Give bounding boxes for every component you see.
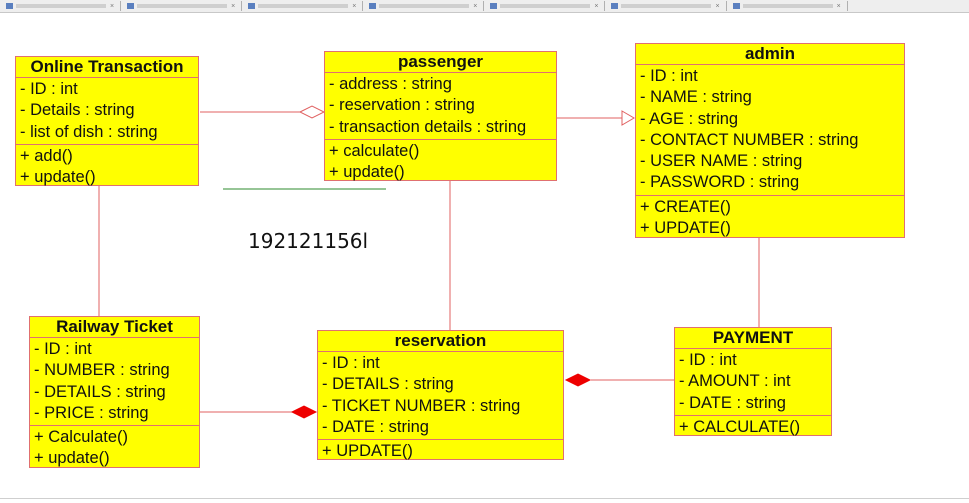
attribute-row: - DETAILS : string: [322, 375, 454, 394]
close-icon[interactable]: ×: [836, 2, 841, 10]
page-icon: [6, 3, 13, 9]
attribute-row: - CONTACT NUMBER : string: [640, 130, 859, 149]
attributes-section: - address : string - reservation : strin…: [325, 73, 556, 139]
method-row: + add(): [20, 146, 73, 165]
class-title: passenger: [325, 52, 556, 73]
method-row: + Calculate(): [34, 428, 128, 447]
close-icon[interactable]: ×: [110, 2, 115, 10]
methods-section: + calculate() + update(): [325, 138, 556, 185]
attributes-section: - ID : int - NAME : string - AGE : strin…: [636, 65, 904, 195]
class-title: Railway Ticket: [30, 317, 199, 338]
class-online-transaction[interactable]: Online Transaction - ID : int - Details …: [15, 56, 199, 186]
attributes-section: - ID : int - NUMBER : string - DETAILS :…: [30, 338, 199, 425]
tab-title-placeholder: [16, 4, 106, 8]
attribute-row: - PASSWORD : string: [640, 173, 800, 192]
composition-diamond: [564, 373, 592, 387]
aggregation-diamond: [298, 105, 326, 119]
browser-tab[interactable]: ×: [0, 1, 122, 11]
composition-diamond: [290, 405, 318, 419]
browser-tab-strip: × × × × × × ×: [0, 0, 969, 13]
attribute-row: - TICKET NUMBER : string: [322, 396, 521, 415]
class-railway-ticket[interactable]: Railway Ticket - ID : int - NUMBER : str…: [29, 316, 200, 468]
attribute-row: - ID : int: [34, 340, 92, 358]
attribute-row: - Details : string: [20, 101, 135, 120]
generalization-arrowhead: [621, 110, 635, 126]
attribute-row: - ID : int: [640, 67, 698, 85]
tab-title-placeholder: [258, 4, 349, 8]
page-icon: [732, 3, 740, 9]
attribute-row: - DETAILS : string: [34, 382, 166, 401]
methods-section: + UPDATE(): [318, 439, 563, 463]
methods-section: + CREATE() + UPDATE(): [636, 194, 904, 241]
attribute-row: - list of dish : string: [20, 122, 158, 141]
class-passenger[interactable]: passenger - address : string - reservati…: [324, 51, 557, 181]
attribute-row: - ID : int: [322, 354, 380, 372]
attributes-section: - ID : int - DETAILS : string - TICKET N…: [318, 352, 563, 439]
browser-tab[interactable]: ×: [727, 1, 848, 11]
class-payment[interactable]: PAYMENT - ID : int - AMOUNT : int - DATE…: [674, 327, 832, 436]
attributes-section: - ID : int - AMOUNT : int - DATE : strin…: [675, 349, 831, 415]
bottom-divider: [0, 498, 969, 499]
method-row: + calculate(): [329, 141, 420, 160]
method-row: + UPDATE(): [322, 442, 413, 461]
page-icon: [369, 3, 377, 9]
method-row: + CREATE(): [640, 197, 731, 216]
method-row: + update(): [20, 168, 96, 187]
browser-tab[interactable]: ×: [121, 1, 243, 11]
method-row: + update(): [34, 449, 110, 468]
browser-tab[interactable]: ×: [363, 1, 485, 11]
browser-tab[interactable]: ×: [242, 1, 364, 11]
tab-title-placeholder: [379, 4, 470, 8]
attribute-row: - reservation : string: [329, 96, 475, 115]
method-row: + CALCULATE(): [679, 417, 801, 436]
attributes-section: - ID : int - Details : string - list of …: [16, 78, 198, 144]
page-icon: [490, 3, 498, 9]
close-icon[interactable]: ×: [715, 2, 720, 10]
tab-title-placeholder: [500, 4, 591, 8]
close-icon[interactable]: ×: [231, 2, 236, 10]
methods-section: + Calculate() + update(): [30, 425, 199, 471]
class-title: reservation: [318, 331, 563, 352]
browser-tab[interactable]: ×: [605, 1, 727, 11]
class-admin[interactable]: admin - ID : int - NAME : string - AGE :…: [635, 43, 905, 238]
attribute-row: - transaction details : string: [329, 117, 527, 136]
attribute-row: - address : string: [329, 75, 452, 93]
tab-title-placeholder: [621, 4, 712, 8]
attribute-row: - NAME : string: [640, 88, 752, 107]
page-icon: [611, 3, 619, 9]
methods-section: + add() + update(): [16, 143, 198, 190]
class-title: Online Transaction: [16, 57, 198, 78]
tab-title-placeholder: [742, 4, 833, 8]
page-icon: [127, 3, 135, 9]
method-row: + UPDATE(): [640, 219, 731, 238]
attribute-row: - AMOUNT : int: [679, 372, 791, 391]
page-icon: [248, 3, 256, 9]
attribute-row: - DATE : string: [679, 393, 786, 412]
tab-title-placeholder: [137, 4, 228, 8]
method-row: + update(): [329, 163, 405, 182]
close-icon[interactable]: ×: [473, 2, 478, 10]
methods-section: + CALCULATE(): [675, 414, 831, 439]
class-title: PAYMENT: [675, 328, 831, 349]
attribute-row: - DATE : string: [322, 417, 429, 436]
attribute-row: - NUMBER : string: [34, 361, 170, 380]
attribute-row: - AGE : string: [640, 109, 739, 128]
attribute-row: - USER NAME : string: [640, 152, 803, 171]
attribute-row: - PRICE : string: [34, 403, 149, 422]
browser-tab[interactable]: ×: [484, 1, 606, 11]
attribute-row: - ID : int: [679, 351, 737, 369]
close-icon[interactable]: ×: [594, 2, 599, 10]
class-title: admin: [636, 44, 904, 65]
annotation-text: 192121156l: [248, 229, 369, 253]
class-reservation[interactable]: reservation - ID : int - DETAILS : strin…: [317, 330, 564, 460]
close-icon[interactable]: ×: [352, 2, 357, 10]
attribute-row: - ID : int: [20, 80, 78, 98]
